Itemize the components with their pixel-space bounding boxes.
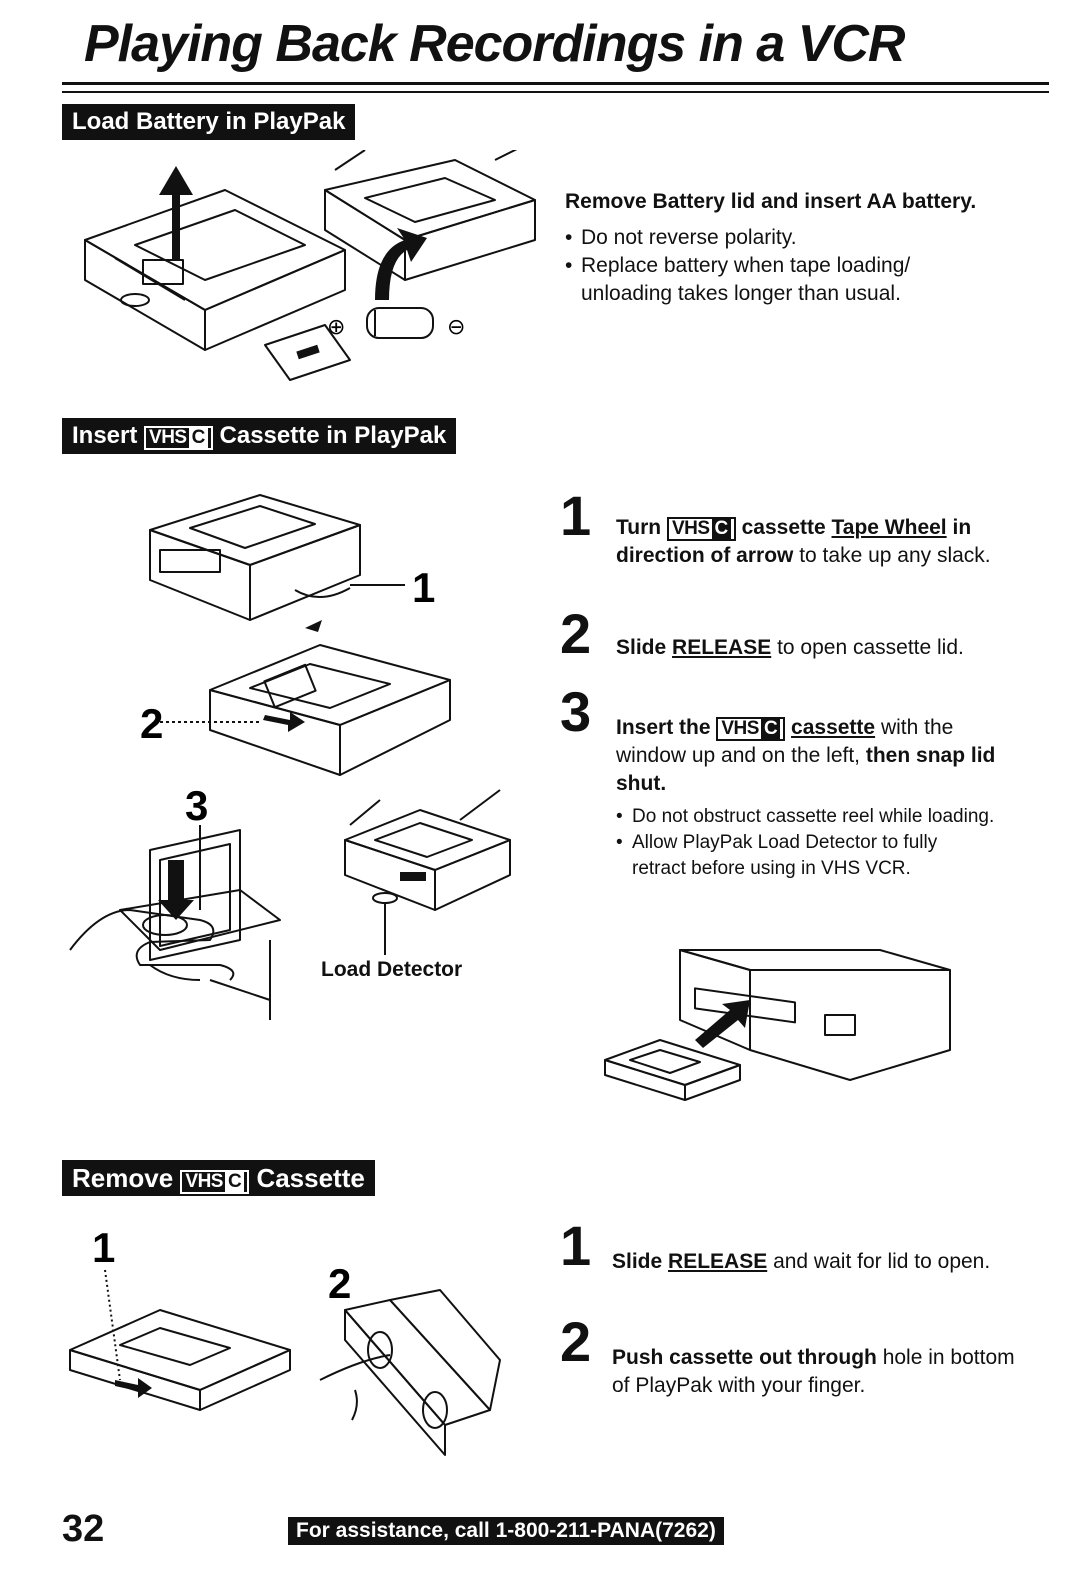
step-text: with the window up and on the left, bbox=[616, 716, 954, 767]
vhsc-logo-c: C bbox=[711, 519, 731, 539]
step-number: 3 bbox=[560, 680, 592, 743]
banner-text: Cassette in PlayPak bbox=[219, 422, 447, 449]
title-rule bbox=[62, 82, 1049, 93]
aa-battery-figure: ⊕ ⊖ bbox=[327, 307, 465, 340]
vhsc-logo-text: VHS bbox=[149, 427, 187, 448]
tape-wheel-link: Tape Wheel bbox=[831, 516, 947, 539]
step-text: to open cassette lid. bbox=[777, 636, 964, 659]
vhsc-logo-text: VHS bbox=[671, 518, 710, 539]
step-text: in direction of arrow bbox=[616, 516, 972, 567]
battery-lid-figure bbox=[264, 324, 351, 381]
battery-illustration: ⊕ ⊖ bbox=[84, 150, 536, 381]
step-1: 1 Slide RELEASE and wait for lid to open… bbox=[560, 1218, 1030, 1314]
figure-label-2: 2 bbox=[140, 700, 163, 747]
vhsc-logo-c: C bbox=[188, 428, 208, 448]
step-text: Push cassette out through bbox=[612, 1346, 877, 1369]
assistance-banner: For assistance, call 1-800-211-PANA(7262… bbox=[288, 1517, 724, 1545]
bullet-item: Replace battery when tape loading/ unloa… bbox=[565, 252, 985, 308]
insert-bullets: Do not obstruct cassette reel while load… bbox=[616, 804, 996, 882]
bullet-item: Allow PlayPak Load Detector to fully ret… bbox=[616, 830, 996, 882]
vhsc-logo-text: VHS bbox=[185, 1171, 223, 1192]
battery-bullets: Do not reverse polarity. Replace battery… bbox=[565, 224, 985, 308]
banner-text: Remove bbox=[72, 1163, 174, 1193]
step-text: then snap lid shut. bbox=[616, 744, 996, 795]
playpak-slide-release-figure bbox=[69, 1309, 291, 1411]
cassette-insertion-figure: 3 bbox=[69, 782, 281, 1020]
vhsc-logo-text: VHS bbox=[721, 718, 759, 739]
cassette-link: cassette bbox=[791, 716, 876, 739]
step-text: Slide bbox=[612, 1250, 663, 1273]
page-number: 32 bbox=[62, 1508, 105, 1550]
playpak-small-figure bbox=[604, 1039, 741, 1101]
battery-instruction-heading: Remove Battery lid and insert AA battery… bbox=[565, 190, 977, 213]
step-text: Insert the bbox=[616, 716, 711, 739]
figure-label-3: 3 bbox=[185, 782, 208, 829]
step-2: 2 Push cassette out through hole in bott… bbox=[560, 1314, 1030, 1410]
remove-cassette-illustration: 1 2 bbox=[69, 1224, 501, 1456]
banner-text: Insert bbox=[72, 422, 138, 449]
playpak-release-figure bbox=[160, 644, 451, 776]
section-banner-load-battery: Load Battery in PlayPak bbox=[62, 104, 356, 140]
step-text: and wait for lid to open. bbox=[773, 1250, 991, 1273]
load-detector-figure bbox=[344, 789, 511, 955]
step-number: 2 bbox=[560, 1310, 592, 1373]
step-text: Slide bbox=[616, 636, 667, 659]
step-text: to take up any slack. bbox=[799, 544, 991, 567]
release-link: RELEASE bbox=[668, 1250, 768, 1273]
vcr-illustration bbox=[604, 949, 951, 1101]
page-title: Playing Back Recordings in a VCR bbox=[84, 15, 905, 73]
vhsc-logo-c: C bbox=[760, 719, 781, 739]
figure-label-1: 1 bbox=[92, 1224, 115, 1271]
banner-text: Cassette bbox=[256, 1163, 365, 1193]
figure-label-1: 1 bbox=[412, 564, 435, 611]
playpak-battery-insert-figure bbox=[324, 150, 536, 300]
step-number: 1 bbox=[560, 484, 592, 547]
cassette-push-out-figure bbox=[319, 1289, 501, 1456]
cassette-insert-illustration: 1 2 3 bbox=[69, 494, 511, 1020]
step-text: cassette bbox=[741, 516, 826, 539]
step-text: hole in bottom of PlayPak with your fing… bbox=[612, 1346, 1015, 1397]
vhsc-logo-c: C bbox=[224, 1172, 245, 1192]
plus-symbol: ⊕ bbox=[327, 315, 345, 340]
step-2: 2 Slide RELEASE to open cassette lid. bbox=[560, 606, 1030, 684]
bullet-item: Do not reverse polarity. bbox=[565, 224, 985, 252]
figure-label-2: 2 bbox=[328, 1260, 351, 1307]
playpak-lid-removal-figure bbox=[84, 166, 346, 351]
bullet-item: Do not obstruct cassette reel while load… bbox=[616, 804, 996, 830]
remove-steps: 1 Slide RELEASE and wait for lid to open… bbox=[560, 1218, 1030, 1410]
release-link: RELEASE bbox=[672, 636, 772, 659]
step-text: Turn bbox=[616, 516, 662, 539]
minus-symbol: ⊖ bbox=[447, 315, 465, 340]
vhsc-cassette-figure bbox=[149, 494, 405, 632]
load-detector-label: Load Detector bbox=[321, 958, 463, 981]
step-number: 2 bbox=[560, 602, 592, 665]
step-number: 1 bbox=[560, 1214, 592, 1277]
